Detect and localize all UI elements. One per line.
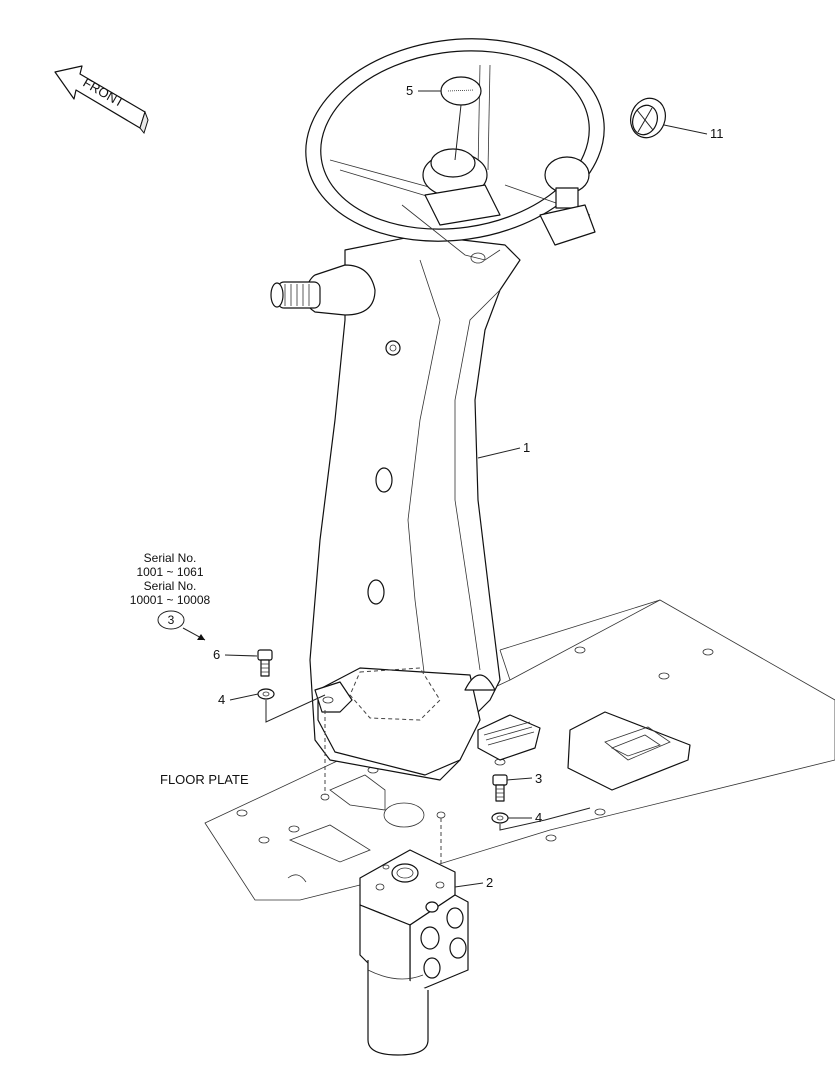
callout-5: 5: [406, 83, 413, 98]
floor-plate-label: FLOOR PLATE: [160, 772, 249, 787]
floor-plate: FLOOR PLATE: [160, 599, 835, 901]
steering-column: [270, 234, 541, 781]
callout-4-right: 4: [535, 810, 542, 825]
steering-wheel: [305, 38, 605, 264]
bolt-3: [492, 774, 508, 802]
callout-1: 1: [523, 440, 530, 455]
steering-unit: [359, 849, 469, 1056]
callout-labels: 1 2 3 4 4 5 6 11: [213, 83, 724, 890]
callout-6: 6: [213, 647, 220, 662]
callout-2: 2: [486, 875, 493, 890]
serial-circled-ref: 3: [168, 613, 175, 627]
serial-line-2: 1001 ~ 1061: [136, 565, 203, 579]
callout-11: 11: [710, 126, 724, 141]
front-arrow: FRONT: [54, 65, 149, 135]
callout-3: 3: [535, 771, 542, 786]
callout-4-left: 4: [218, 692, 225, 707]
washer-4-right: [491, 812, 509, 824]
serial-line-4: 10001 ~ 10008: [130, 593, 211, 607]
serial-note: Serial No. 1001 ~ 1061 Serial No. 10001 …: [130, 551, 211, 630]
assembly-lines: [265, 694, 591, 885]
bolt-6: [257, 649, 273, 677]
serial-line-3: Serial No.: [144, 579, 197, 593]
washer-4-left: [257, 688, 275, 700]
leaders: [182, 90, 708, 888]
serial-line-1: Serial No.: [144, 551, 197, 565]
end-cap: [630, 97, 666, 139]
